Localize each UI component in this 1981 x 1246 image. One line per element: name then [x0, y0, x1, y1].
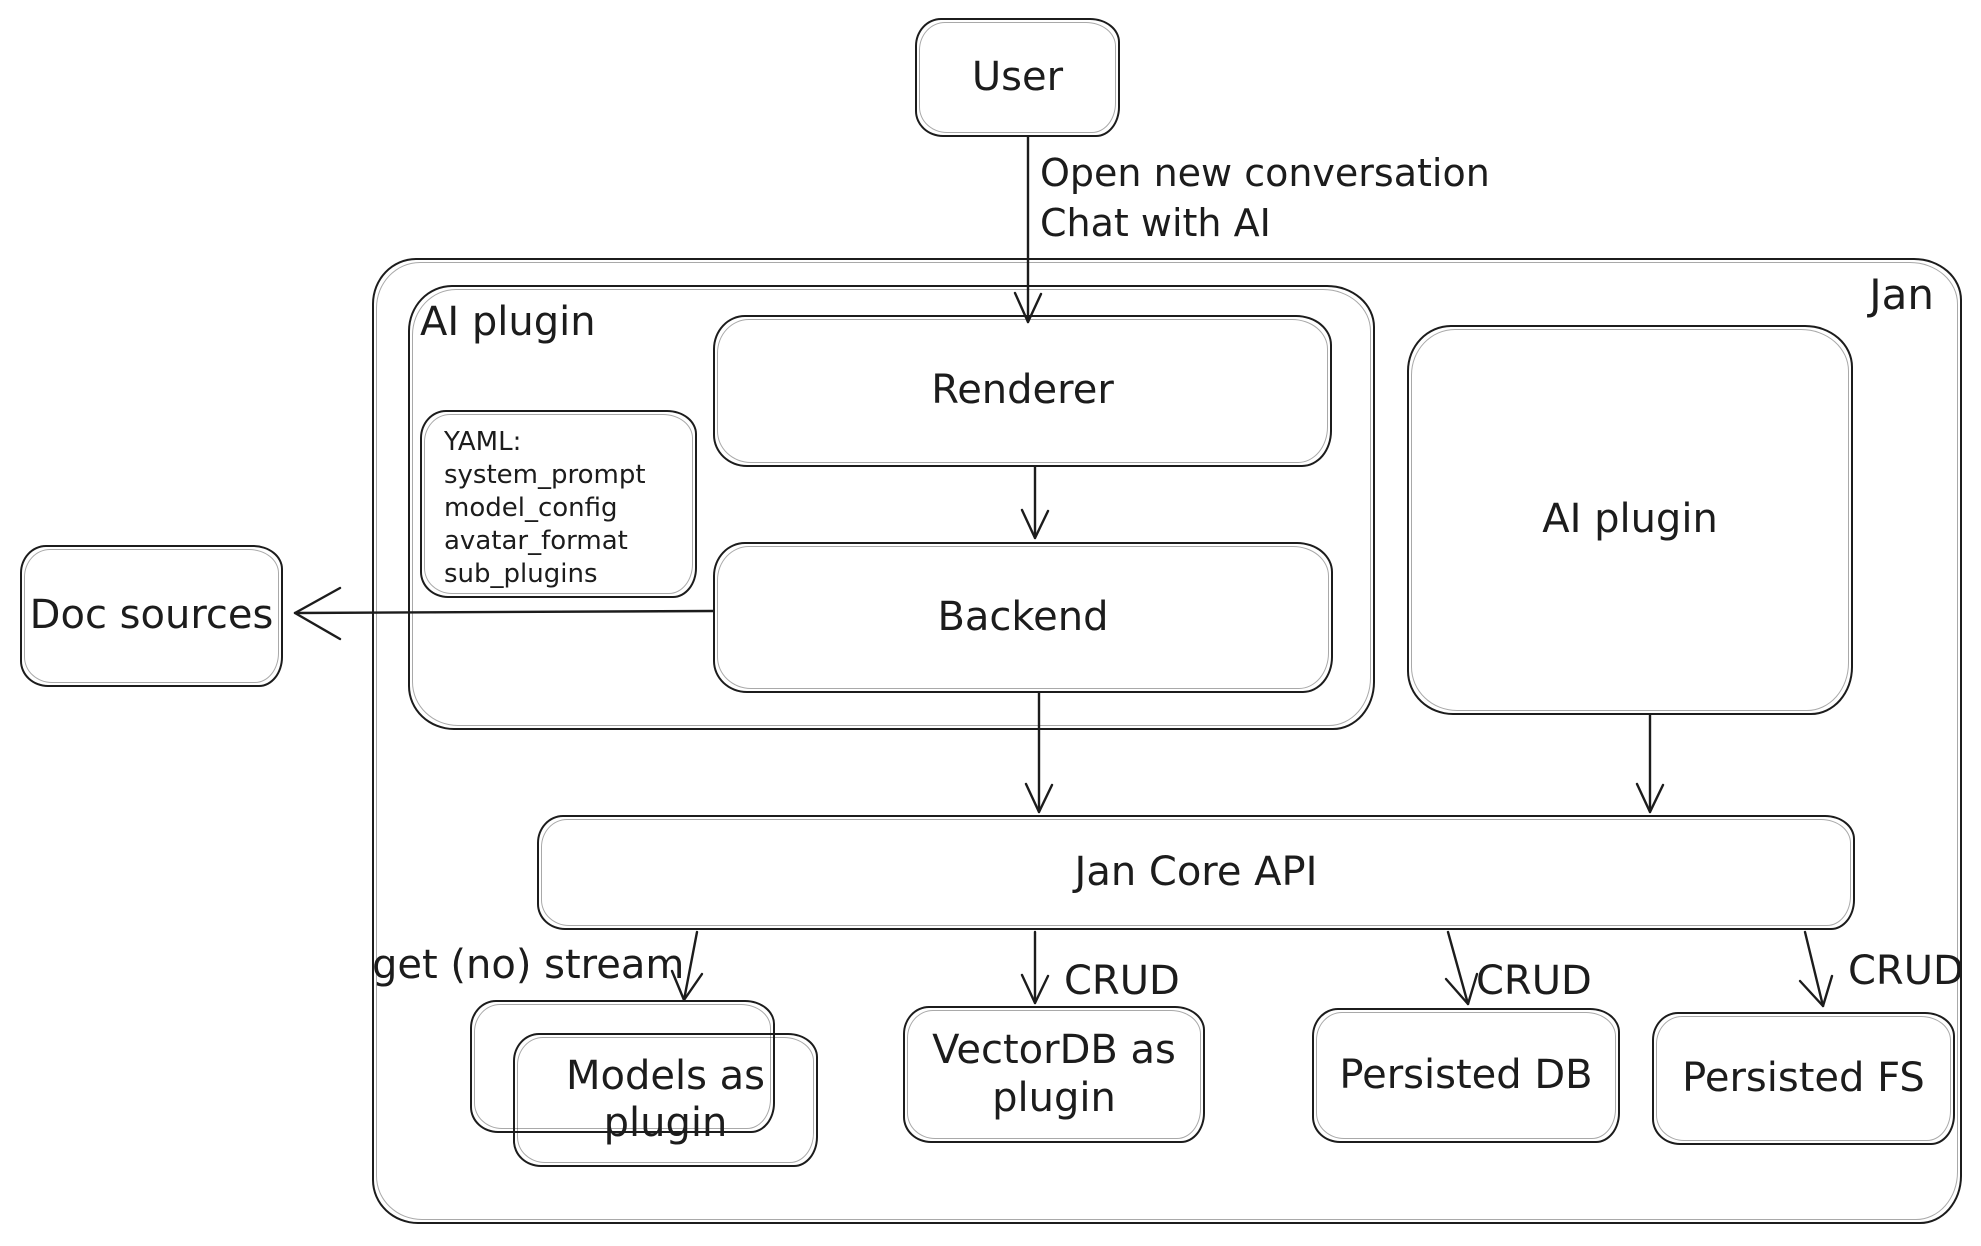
yaml-note-line: system_prompt: [444, 460, 646, 490]
user-flow-label-line2: Chat with AI: [1040, 201, 1271, 246]
backend-node-label: Backend: [937, 593, 1109, 640]
jan-core-api-node: Jan Core API: [537, 815, 1855, 930]
renderer-node-label: Renderer: [931, 367, 1114, 414]
user-flow-label-line1: Open new conversation: [1040, 151, 1490, 195]
ai-plugin-right-label: AI plugin: [1542, 496, 1718, 543]
persisted-db-node: Persisted DB: [1312, 1008, 1620, 1143]
vectordb-as-plugin-label: VectorDB as plugin: [932, 1027, 1176, 1121]
vectordb-as-plugin-node: VectorDB as plugin: [903, 1006, 1205, 1143]
models-as-plugin-back-box: [470, 1000, 775, 1133]
jan-container-label: Jan: [1869, 270, 1934, 319]
yaml-note-line: model_config: [444, 493, 618, 523]
user-node: User: [915, 18, 1120, 137]
crud-label-persisted-db: CRUD: [1476, 958, 1592, 1004]
crud-label-persisted-fs: CRUD: [1848, 948, 1964, 994]
crud-label-vectordb: CRUD: [1064, 958, 1180, 1004]
doc-sources-label: Doc sources: [29, 592, 274, 639]
persisted-fs-node: Persisted FS: [1652, 1012, 1955, 1145]
doc-sources-node: Doc sources: [20, 545, 283, 687]
ai-plugin-left-label: AI plugin: [420, 299, 596, 345]
jan-core-api-label: Jan Core API: [1074, 848, 1318, 895]
persisted-fs-label: Persisted FS: [1682, 1054, 1925, 1101]
yaml-note-line: YAML:: [444, 427, 522, 457]
persisted-db-label: Persisted DB: [1339, 1051, 1593, 1098]
models-as-plugin-node: Models as plugin: [513, 1033, 818, 1167]
yaml-note-line: sub_plugins: [444, 559, 598, 589]
models-as-plugin-label: Models as plugin: [565, 1052, 765, 1146]
jan-container: Jan: [372, 258, 1962, 1224]
renderer-node: Renderer: [713, 315, 1332, 467]
yaml-note-line: avatar_format: [444, 526, 628, 556]
user-flow-label: Open new conversation Chat with AI: [1040, 148, 1490, 248]
ai-plugin-right-node: AI plugin: [1407, 325, 1853, 715]
ai-plugin-left-container: AI plugin: [408, 285, 1375, 730]
get-no-stream-label: get (no) stream: [372, 942, 685, 988]
yaml-note: YAML: system_prompt model_config avatar_…: [420, 410, 697, 598]
user-node-label: User: [971, 53, 1064, 100]
backend-node: Backend: [713, 542, 1333, 693]
